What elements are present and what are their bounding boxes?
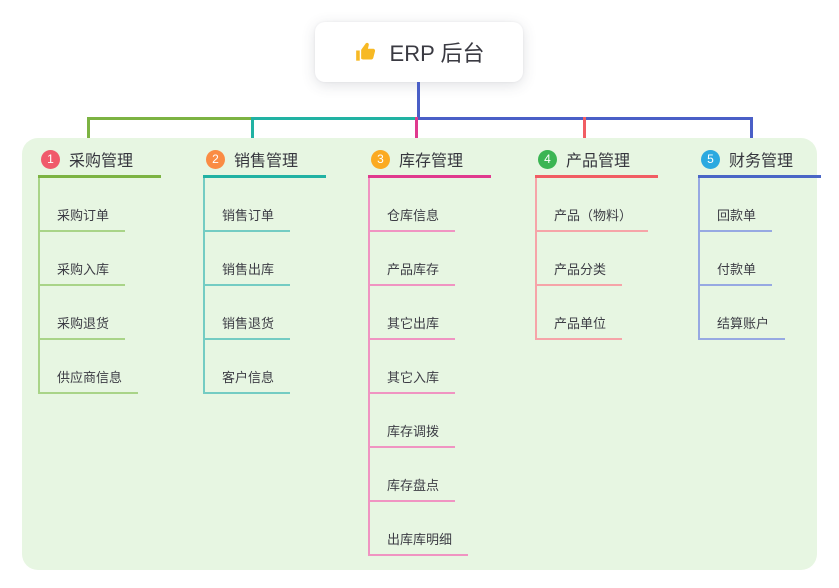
child-row: 付款单 bbox=[698, 232, 821, 286]
child-node[interactable]: 结算账户 bbox=[698, 313, 786, 340]
child-node[interactable]: 仓库信息 bbox=[368, 205, 456, 232]
branch-product: 4 产品管理 产品（物料） 产品分类 产品单位 bbox=[535, 147, 659, 340]
child-row: 产品单位 bbox=[535, 286, 658, 340]
branch-header-finance[interactable]: 5 财务管理 bbox=[698, 147, 822, 178]
connector-segment-green bbox=[87, 117, 254, 120]
root-connector-line bbox=[417, 82, 420, 118]
child-node[interactable]: 采购入库 bbox=[38, 259, 126, 286]
child-node[interactable]: 其它入库 bbox=[368, 367, 456, 394]
child-row: 采购订单 bbox=[38, 178, 161, 232]
branch-drop-line-3 bbox=[415, 117, 418, 151]
child-row: 客户信息 bbox=[203, 340, 326, 394]
branch-children: 产品（物料） 产品分类 产品单位 bbox=[535, 178, 658, 340]
branch-children: 销售订单 销售出库 销售退货 客户信息 bbox=[203, 178, 326, 394]
branch-number-badge: 3 bbox=[371, 149, 390, 169]
branch-header-sales[interactable]: 2 销售管理 bbox=[203, 147, 327, 178]
child-node[interactable]: 回款单 bbox=[698, 205, 773, 232]
child-row: 出库库明细 bbox=[368, 502, 491, 556]
branch-purchase: 1 采购管理 采购订单 采购入库 采购退货 供应商信息 bbox=[38, 147, 162, 394]
child-node[interactable]: 客户信息 bbox=[203, 367, 291, 394]
child-row: 库存调拨 bbox=[368, 394, 491, 448]
branch-drop-line-5 bbox=[750, 117, 753, 147]
branch-number-badge: 4 bbox=[538, 149, 557, 169]
child-node[interactable]: 产品分类 bbox=[535, 259, 623, 286]
child-row: 产品分类 bbox=[535, 232, 658, 286]
branches-panel bbox=[22, 138, 817, 570]
thumbs-up-icon bbox=[354, 39, 380, 65]
child-node[interactable]: 采购退货 bbox=[38, 313, 126, 340]
root-label: ERP 后台 bbox=[389, 41, 485, 66]
branch-inventory: 3 库存管理 仓库信息 产品库存 其它出库 其它入库 库存调拨 库存盘点 出库库… bbox=[368, 147, 492, 556]
branch-drop-line-4 bbox=[583, 117, 586, 141]
child-row: 其它出库 bbox=[368, 286, 491, 340]
child-node[interactable]: 库存盘点 bbox=[368, 475, 456, 502]
branch-children: 采购订单 采购入库 采购退货 供应商信息 bbox=[38, 178, 161, 394]
child-row: 销售订单 bbox=[203, 178, 326, 232]
branch-label: 财务管理 bbox=[729, 153, 794, 170]
branch-header-inventory[interactable]: 3 库存管理 bbox=[368, 147, 492, 178]
branch-header-purchase[interactable]: 1 采购管理 bbox=[38, 147, 162, 178]
child-node[interactable]: 供应商信息 bbox=[38, 367, 139, 394]
child-row: 其它入库 bbox=[368, 340, 491, 394]
child-row: 库存盘点 bbox=[368, 448, 491, 502]
child-node[interactable]: 付款单 bbox=[698, 259, 773, 286]
branch-children: 回款单 付款单 结算账户 bbox=[698, 178, 821, 340]
branch-number-badge: 5 bbox=[701, 149, 720, 169]
child-node[interactable]: 其它出库 bbox=[368, 313, 456, 340]
branch-drop-line-2 bbox=[251, 117, 254, 147]
branch-number-badge: 1 bbox=[41, 149, 60, 169]
connector-segment-teal bbox=[252, 117, 418, 120]
child-row: 仓库信息 bbox=[368, 178, 491, 232]
child-node[interactable]: 销售订单 bbox=[203, 205, 291, 232]
child-node[interactable]: 销售出库 bbox=[203, 259, 291, 286]
branch-finance: 5 财务管理 回款单 付款单 结算账户 bbox=[698, 147, 822, 340]
branch-label: 销售管理 bbox=[234, 153, 299, 170]
root-node[interactable]: ERP 后台 bbox=[315, 22, 523, 82]
branch-children: 仓库信息 产品库存 其它出库 其它入库 库存调拨 库存盘点 出库库明细 bbox=[368, 178, 491, 556]
child-row: 销售出库 bbox=[203, 232, 326, 286]
branch-number-badge: 2 bbox=[206, 149, 225, 169]
child-row: 回款单 bbox=[698, 178, 821, 232]
child-node[interactable]: 产品（物料） bbox=[535, 205, 649, 232]
child-node[interactable]: 销售退货 bbox=[203, 313, 291, 340]
branch-label: 库存管理 bbox=[399, 153, 464, 170]
child-row: 采购退货 bbox=[38, 286, 161, 340]
child-row: 销售退货 bbox=[203, 286, 326, 340]
child-row: 供应商信息 bbox=[38, 340, 161, 394]
branch-drop-line-1 bbox=[87, 117, 90, 147]
child-node[interactable]: 产品库存 bbox=[368, 259, 456, 286]
child-node[interactable]: 出库库明细 bbox=[368, 529, 469, 556]
branch-sales: 2 销售管理 销售订单 销售出库 销售退货 客户信息 bbox=[203, 147, 327, 394]
child-row: 采购入库 bbox=[38, 232, 161, 286]
child-node[interactable]: 库存调拨 bbox=[368, 421, 456, 448]
child-node[interactable]: 采购订单 bbox=[38, 205, 126, 232]
child-row: 产品（物料） bbox=[535, 178, 658, 232]
child-row: 结算账户 bbox=[698, 286, 821, 340]
child-row: 产品库存 bbox=[368, 232, 491, 286]
branch-label: 采购管理 bbox=[69, 153, 134, 170]
branch-label: 产品管理 bbox=[566, 153, 631, 170]
child-node[interactable]: 产品单位 bbox=[535, 313, 623, 340]
branch-header-product[interactable]: 4 产品管理 bbox=[535, 147, 659, 178]
